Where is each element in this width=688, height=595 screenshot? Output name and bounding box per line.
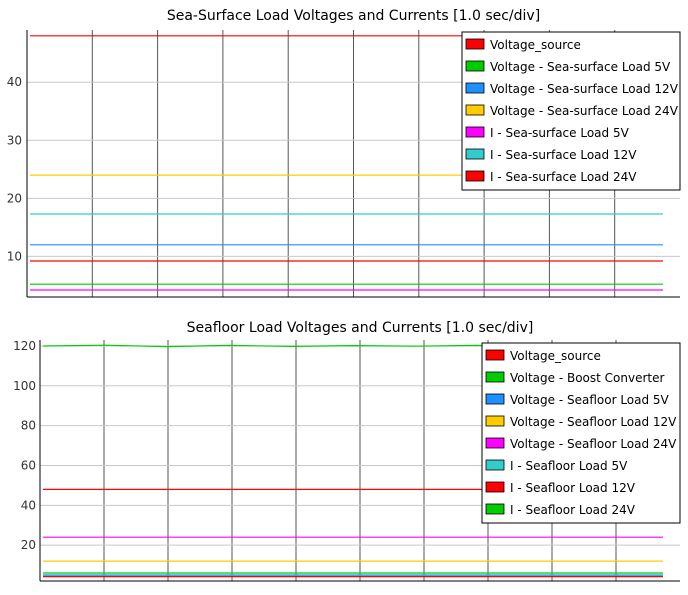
legend-swatch xyxy=(485,393,505,405)
legend-swatch xyxy=(485,371,505,383)
legend-swatch xyxy=(485,349,505,361)
legend-label: I - Sea-surface Load 12V xyxy=(490,148,637,162)
y-tick-label: 30 xyxy=(7,133,22,147)
legend-label: Voltage - Seafloor Load 5V xyxy=(510,393,670,407)
legend-box xyxy=(461,31,681,191)
legend-swatch xyxy=(485,481,505,493)
legend-label: I - Sea-surface Load 5V xyxy=(490,126,630,140)
legend-swatch xyxy=(465,170,485,182)
legend-swatch xyxy=(485,459,505,471)
chart-title: Sea-Surface Load Voltages and Currents [… xyxy=(167,8,540,24)
legend-swatch xyxy=(465,38,485,50)
legend-label: Voltage - Boost Converter xyxy=(510,371,664,385)
legend-label: Voltage - Sea-surface Load 12V xyxy=(490,82,679,96)
chart-title: Seafloor Load Voltages and Currents [1.0… xyxy=(187,320,534,336)
legend-label: Voltage - Seafloor Load 24V xyxy=(510,437,677,451)
legend-swatch xyxy=(465,104,485,116)
legend-label: I - Seafloor Load 24V xyxy=(510,503,636,517)
legend-label: Voltage - Seafloor Load 12V xyxy=(510,415,677,429)
y-tick-label: 10 xyxy=(7,249,22,263)
legend-swatch xyxy=(485,437,505,449)
legend-swatch xyxy=(485,503,505,515)
y-tick-label: 60 xyxy=(21,458,36,472)
y-tick-label: 80 xyxy=(21,419,36,433)
legend-swatch xyxy=(465,148,485,160)
legend-box xyxy=(481,342,681,524)
y-tick-label: 40 xyxy=(21,498,36,512)
y-tick-label: 100 xyxy=(13,379,36,393)
legend-label: I - Seafloor Load 12V xyxy=(510,481,636,495)
legend-label: Voltage_source xyxy=(490,38,581,52)
legend-label: I - Seafloor Load 5V xyxy=(510,459,628,473)
legend-label: Voltage_source xyxy=(510,349,601,363)
y-tick-label: 120 xyxy=(13,339,36,353)
legend-swatch xyxy=(465,126,485,138)
legend-swatch xyxy=(465,82,485,94)
legend-swatch xyxy=(485,415,505,427)
chart-panel-1: Sea-Surface Load Voltages and Currents [… xyxy=(7,8,681,298)
legend-label: Voltage - Sea-surface Load 5V xyxy=(490,60,671,74)
y-tick-label: 40 xyxy=(7,75,22,89)
legend-label: Voltage - Sea-surface Load 24V xyxy=(490,104,679,118)
legend-swatch xyxy=(465,60,485,72)
y-tick-label: 20 xyxy=(21,538,36,552)
y-tick-label: 20 xyxy=(7,191,22,205)
chart-panel-2: Seafloor Load Voltages and Currents [1.0… xyxy=(13,320,681,582)
legend-label: I - Sea-surface Load 24V xyxy=(490,170,637,184)
